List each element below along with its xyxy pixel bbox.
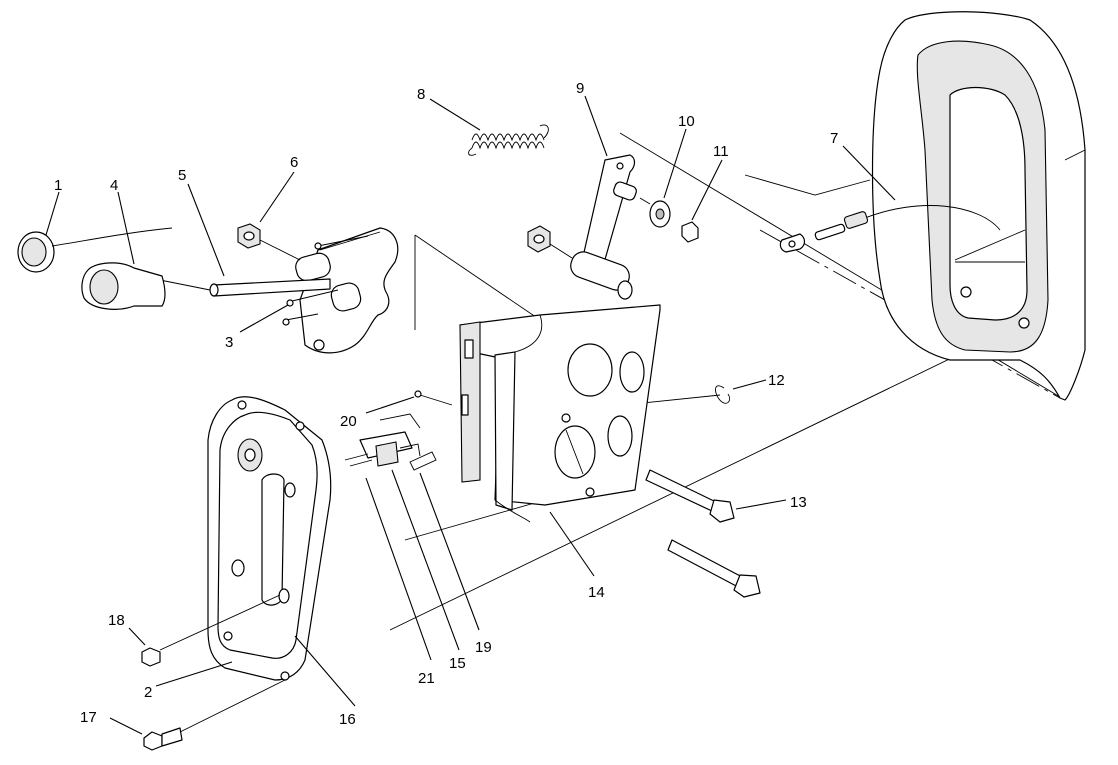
flange-nut — [237, 223, 301, 261]
callout-2: 2 — [144, 684, 152, 701]
callout-8: 8 — [417, 86, 425, 103]
callout-3: 3 — [225, 334, 233, 351]
callout-21: 21 — [418, 670, 435, 687]
callout-20: 20 — [340, 413, 357, 430]
washer-and-nut — [639, 197, 699, 243]
console-housing — [744, 11, 1086, 401]
throttle-cable — [779, 205, 1001, 253]
lever-arm — [527, 154, 637, 300]
control-rod — [209, 278, 331, 297]
callout-11: 11 — [713, 143, 729, 160]
callout-14: 14 — [588, 584, 605, 601]
switch-assembly — [344, 390, 453, 471]
callout-19: 19 — [475, 639, 492, 656]
callout-4: 4 — [110, 177, 118, 194]
callout-13: 13 — [790, 494, 807, 511]
callout-15: 15 — [449, 655, 466, 672]
knob-and-boot — [17, 227, 173, 310]
callout-7: 7 — [830, 130, 838, 147]
callout-16: 16 — [339, 711, 356, 728]
leader-lines — [45, 95, 896, 735]
callout-labels: 1 2 3 4 5 6 7 8 9 10 11 12 13 14 15 16 1… — [54, 80, 838, 728]
callout-1: 1 — [54, 177, 62, 194]
spring — [468, 124, 549, 156]
callout-17: 17 — [80, 709, 97, 726]
callout-18: 18 — [108, 612, 125, 629]
callout-12: 12 — [768, 372, 785, 389]
control-bracket — [282, 227, 399, 354]
callout-10: 10 — [678, 113, 695, 130]
callout-5: 5 — [178, 167, 186, 184]
bolts — [645, 469, 761, 598]
gasket-plate — [207, 396, 332, 681]
callout-9: 9 — [576, 80, 584, 97]
retaining-clip — [715, 385, 731, 404]
mounting-plate — [459, 304, 661, 523]
screws — [141, 594, 286, 751]
callout-6: 6 — [290, 154, 298, 171]
